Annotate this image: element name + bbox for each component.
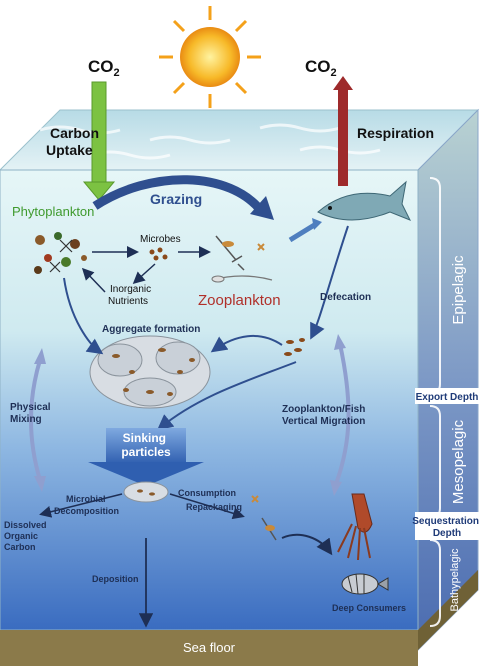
zooplankton-label: Zooplankton: [198, 292, 281, 309]
physical-mixing-head-bottom: [34, 476, 46, 492]
decomposition-arrow: [39, 493, 123, 518]
physical-mixing-head-top: [34, 348, 46, 364]
sea-floor-label: Sea floor: [183, 640, 236, 655]
zone-epipelagic: Epipelagic: [450, 255, 467, 325]
water-column: [0, 169, 419, 631]
consumption-arrow: [169, 493, 245, 520]
squid-icon: [337, 493, 373, 561]
sea-side-face: [417, 108, 479, 652]
physical-mixing-label: Physical Mixing: [10, 402, 53, 425]
phyto-to-aggregate-arrow: [63, 277, 104, 355]
pellets-to-aggregate-arrow: [210, 334, 283, 353]
export-depth-label: Export Depth: [416, 392, 479, 403]
zone-mesopelagic: Mesopelagic: [450, 419, 467, 504]
deep-consumers-label: Deep Consumers: [332, 603, 406, 613]
zoo-to-fish-arrow: [288, 221, 318, 243]
aggregate-cluster: [89, 335, 211, 409]
sun-icon: [159, 6, 261, 108]
phytoplankton-label: Phytoplankton: [12, 204, 94, 219]
microbes-icon: [149, 247, 168, 261]
sinking-particles-label: Sinking particles: [121, 431, 171, 459]
zooplankton-icon: [211, 235, 273, 283]
zone-bathypelagic: Bathypelagic: [449, 548, 461, 611]
respiration-arrow: [333, 76, 353, 186]
respiration-label: Respiration: [357, 125, 434, 141]
carbon-uptake-label: Carbon Uptake: [46, 125, 103, 158]
deep-consumer-fish-icon: [341, 573, 389, 595]
defecation-arrow: [310, 225, 349, 340]
microbial-decomposition-label: Microbial Decomposition: [54, 494, 119, 516]
inorganic-nutrients-label: Inorganic Nutrients: [108, 284, 154, 307]
microbes-label: Microbes: [140, 234, 181, 245]
co2-in-label: CO2: [88, 57, 120, 79]
migration-head-bottom: [330, 480, 342, 496]
grazing-arrow-head: [250, 196, 274, 220]
sequestration-depth-label: Sequestration Depth: [412, 516, 481, 539]
fish-icon: [317, 180, 412, 221]
sea-floor: [0, 630, 418, 666]
consumption-label: Consumption Repackaging: [178, 488, 242, 512]
physical-mixing-arrow: [29, 359, 42, 481]
defecation-label: Defecation: [320, 292, 371, 303]
carbon-uptake-arrow: [82, 81, 116, 201]
zoo-to-squid-arrow: [281, 533, 333, 556]
aggregate-formation-label: Aggregate formation: [102, 324, 200, 335]
sinking-particles-arrow: [88, 428, 204, 486]
fecal-pellets-icon: [284, 338, 305, 356]
doc-label: Dissolved Organic Carbon: [4, 520, 49, 552]
deep-aggregate: [123, 481, 169, 503]
nutrients-to-phyto-arrow: [81, 267, 106, 293]
vertical-migration-arrow: [334, 343, 351, 485]
migration-head-top: [334, 334, 346, 350]
deep-zooplankton-icon: [251, 495, 277, 541]
grazing-arrow: [92, 175, 266, 215]
depth-zones: Epipelagic Mesopelagic Bathypelagic Expo…: [412, 177, 481, 627]
deposition-label: Deposition: [92, 574, 139, 584]
co2-out-label: CO2: [305, 57, 337, 79]
pellets-to-sinking-arrow: [156, 361, 297, 431]
microbes-to-nutrients-arrow: [132, 263, 156, 285]
phytoplankton-icon: [34, 232, 87, 274]
zoo-to-fish-arrow-head: [312, 218, 322, 230]
sea-floor-side: [418, 570, 478, 650]
vertical-migration-label: Zooplankton/Fish Vertical Migration: [282, 404, 368, 427]
grazing-label: Grazing: [150, 191, 202, 207]
surface-waves: [39, 123, 381, 160]
